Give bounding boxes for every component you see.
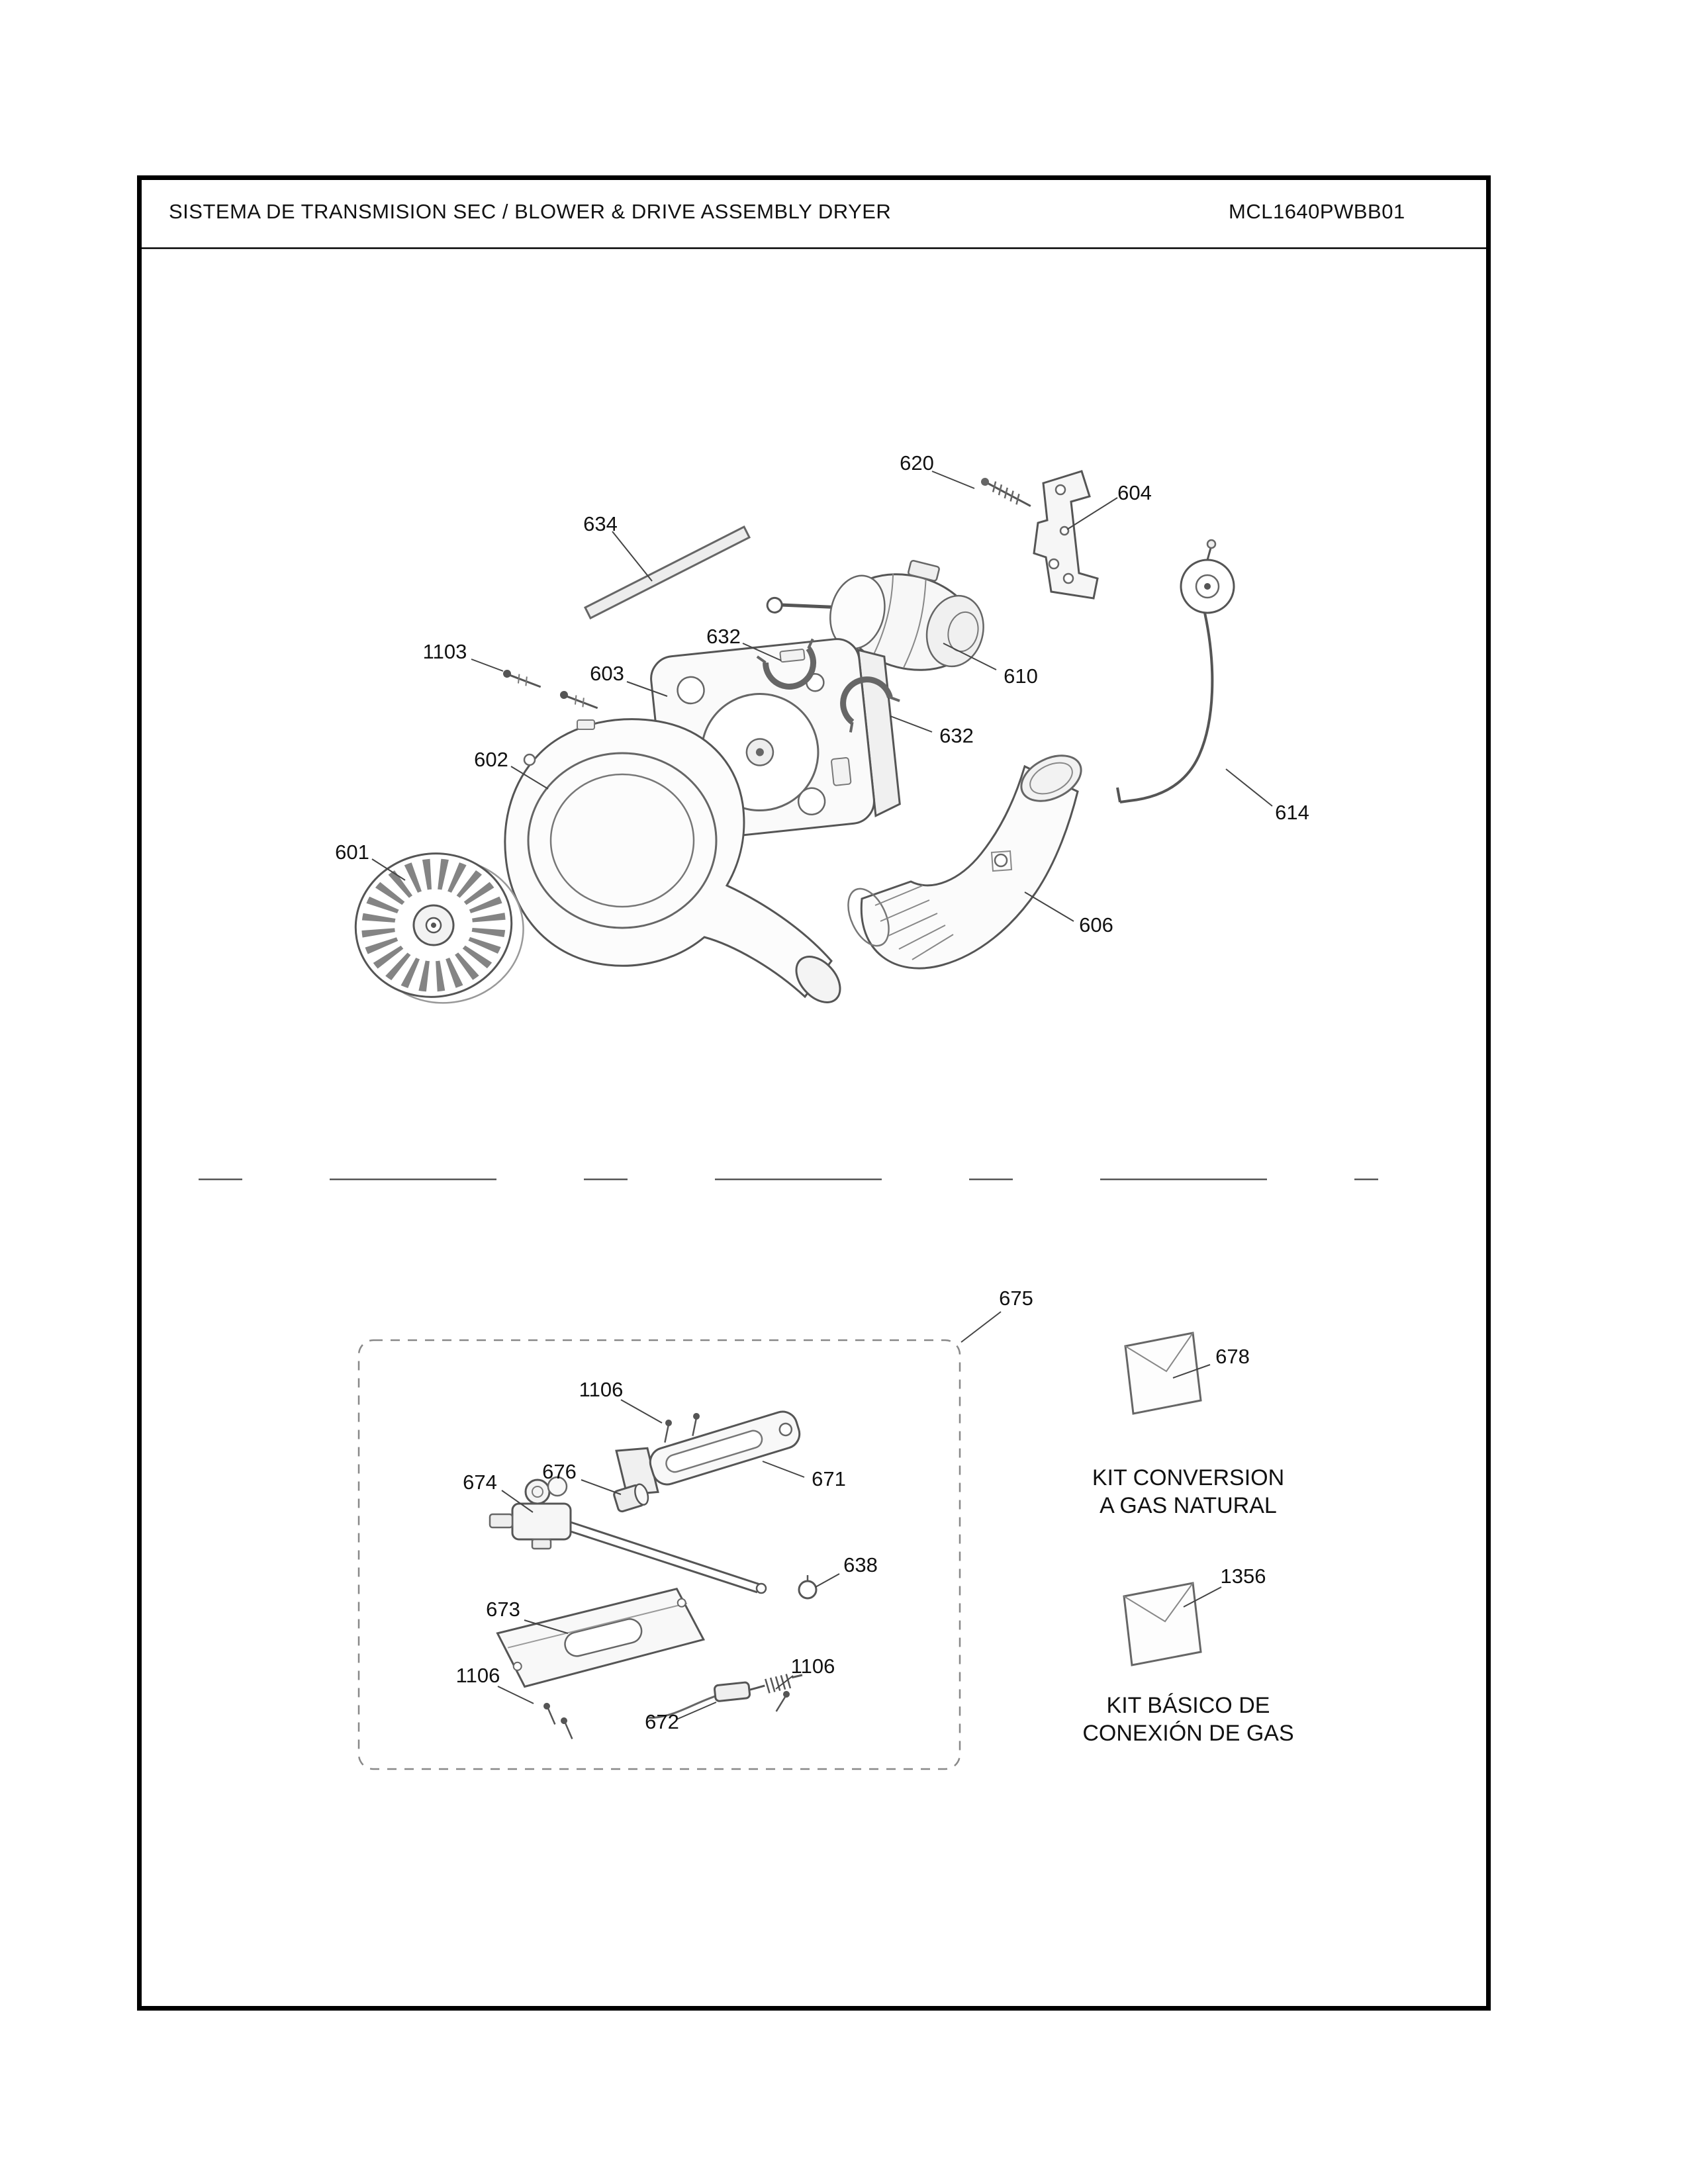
callout-632b: 632: [939, 724, 974, 747]
callout-672: 672: [645, 1710, 679, 1733]
bracket-673: [496, 1587, 706, 1688]
callout-1356: 1356: [1221, 1565, 1266, 1588]
callout-632a: 632: [706, 625, 741, 648]
kit-basico-line2: CONEXIÓN DE GAS: [1082, 1721, 1294, 1746]
callout-673: 673: [486, 1598, 520, 1621]
callout-604: 604: [1117, 481, 1152, 504]
callout-674: 674: [463, 1471, 497, 1494]
model-number: MCL1640PWBB01: [1229, 200, 1405, 223]
kit-conversion-line2: A GAS NATURAL: [1100, 1493, 1277, 1518]
blower-wheel-601: [354, 852, 524, 1004]
callout-602: 602: [474, 748, 508, 771]
clamp-632-left: [756, 638, 817, 690]
gas-assembly-box-675: [357, 1339, 961, 1770]
screws-1106: [543, 1413, 790, 1739]
orifice-638: [798, 1575, 818, 1600]
kit-envelope-678: [1124, 1332, 1202, 1415]
motor-610: [766, 559, 984, 671]
screw-620: [981, 478, 1031, 507]
igniter-672: [648, 1674, 803, 1719]
callout-614: 614: [1275, 801, 1309, 824]
callout-671: 671: [812, 1467, 846, 1490]
clamp-632-right: [840, 676, 900, 733]
screws-1103: [503, 670, 598, 709]
callout-675: 675: [999, 1287, 1033, 1310]
callout-1106c: 1106: [791, 1655, 835, 1678]
kit-basico-caption: KIT BÁSICO DE CONEXIÓN DE GAS: [1023, 1692, 1354, 1747]
bracket-604: [1033, 470, 1099, 600]
kit-conversion-line1: KIT CONVERSION: [1092, 1465, 1285, 1490]
felt-strip-634: [583, 525, 751, 620]
blower-housing-602: [504, 718, 841, 1003]
callout-638: 638: [843, 1553, 878, 1576]
kit-basico-line1: KIT BÁSICO DE: [1106, 1693, 1270, 1718]
callout-610: 610: [1004, 664, 1038, 688]
callout-1103: 1103: [423, 640, 467, 663]
kit-conversion-caption: KIT CONVERSION A GAS NATURAL: [1023, 1464, 1354, 1520]
gas-valve-674: [489, 1476, 767, 1594]
diagram-frame: [137, 175, 1491, 2011]
idler-614: [1116, 539, 1235, 803]
page-title: SISTEMA DE TRANSMISION SEC / BLOWER & DR…: [169, 200, 892, 223]
callout-603: 603: [590, 662, 624, 685]
leader-lines: [371, 471, 1273, 1720]
callout-678: 678: [1215, 1345, 1250, 1368]
cylinder-676: [613, 1483, 649, 1513]
callout-606: 606: [1079, 913, 1113, 936]
callout-620: 620: [900, 451, 934, 475]
burner-assembly-671: [615, 1410, 801, 1496]
duct-606: [847, 754, 1082, 970]
callout-1106b: 1106: [456, 1664, 500, 1687]
callout-676: 676: [542, 1460, 577, 1483]
callout-1106a: 1106: [579, 1378, 624, 1401]
callout-601: 601: [335, 841, 369, 864]
kit-envelope-1356: [1123, 1582, 1202, 1666]
callout-634: 634: [583, 512, 618, 535]
